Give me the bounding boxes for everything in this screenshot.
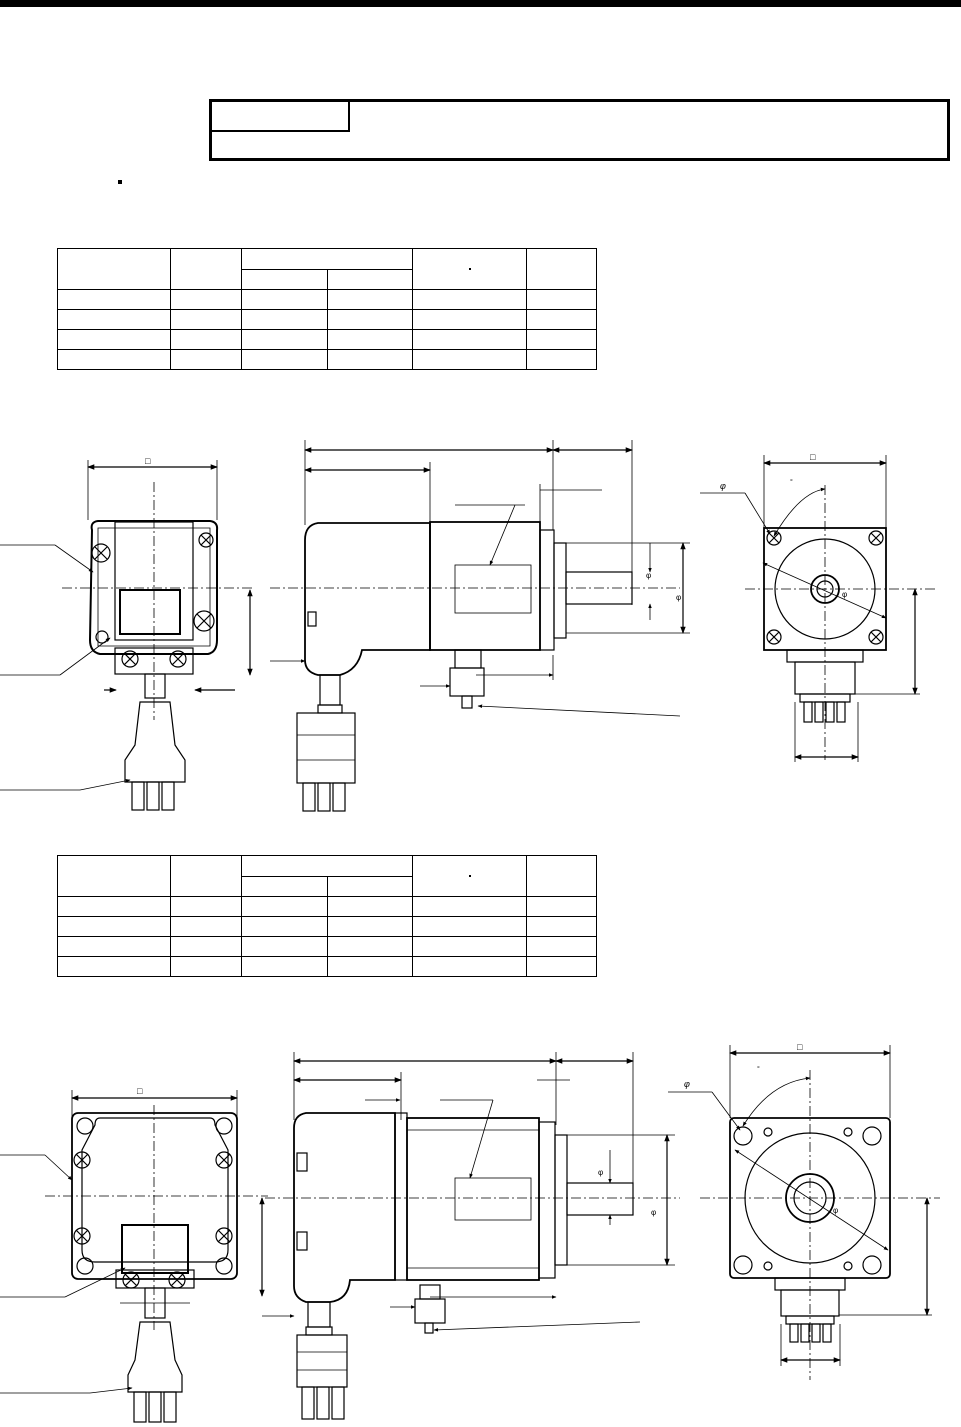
table-row (57, 956, 597, 977)
diameter-symbol: φ (833, 1206, 838, 1215)
table-row (57, 916, 597, 937)
section-bullet (118, 180, 122, 184)
header-col2 (170, 248, 242, 290)
square-symbol: □ (810, 452, 816, 462)
header-bar (0, 0, 961, 7)
diameter-symbol: φ (651, 1208, 656, 1217)
diameter-symbol: φ (676, 593, 681, 602)
caution-box (209, 99, 950, 161)
degree-symbol: ° (757, 1065, 760, 1073)
diameter-symbol: φ (646, 571, 651, 580)
square-symbol: □ (137, 1086, 143, 1096)
header-col5 (412, 855, 527, 897)
motor-side-view-2: φ φ (262, 1052, 680, 1420)
diameter-symbol: φ (598, 1168, 603, 1177)
table-row (57, 349, 597, 370)
degree-symbol: ° (790, 478, 793, 486)
square-symbol: □ (145, 456, 151, 466)
motor-side-view-1: φ φ (270, 440, 690, 812)
table-row (57, 329, 597, 350)
dimension-table-1 (57, 248, 597, 370)
dimension-table-2 (57, 855, 597, 977)
motor-flange-view-1: □ φ ° φ (700, 452, 935, 762)
motor-rear-view-1: □ (0, 456, 255, 811)
motor-flange-view-2: □ φ ° φ (668, 1042, 940, 1380)
header-col5 (412, 248, 527, 290)
diameter-symbol: φ (842, 590, 847, 599)
caution-label (212, 102, 350, 132)
header-model (57, 248, 171, 290)
phi-symbol: φ (684, 1079, 690, 1089)
header-col6 (526, 248, 597, 290)
square-symbol: □ (797, 1042, 803, 1052)
motor-rear-view-2: □ (0, 1086, 268, 1423)
phi-symbol: φ (720, 481, 726, 491)
